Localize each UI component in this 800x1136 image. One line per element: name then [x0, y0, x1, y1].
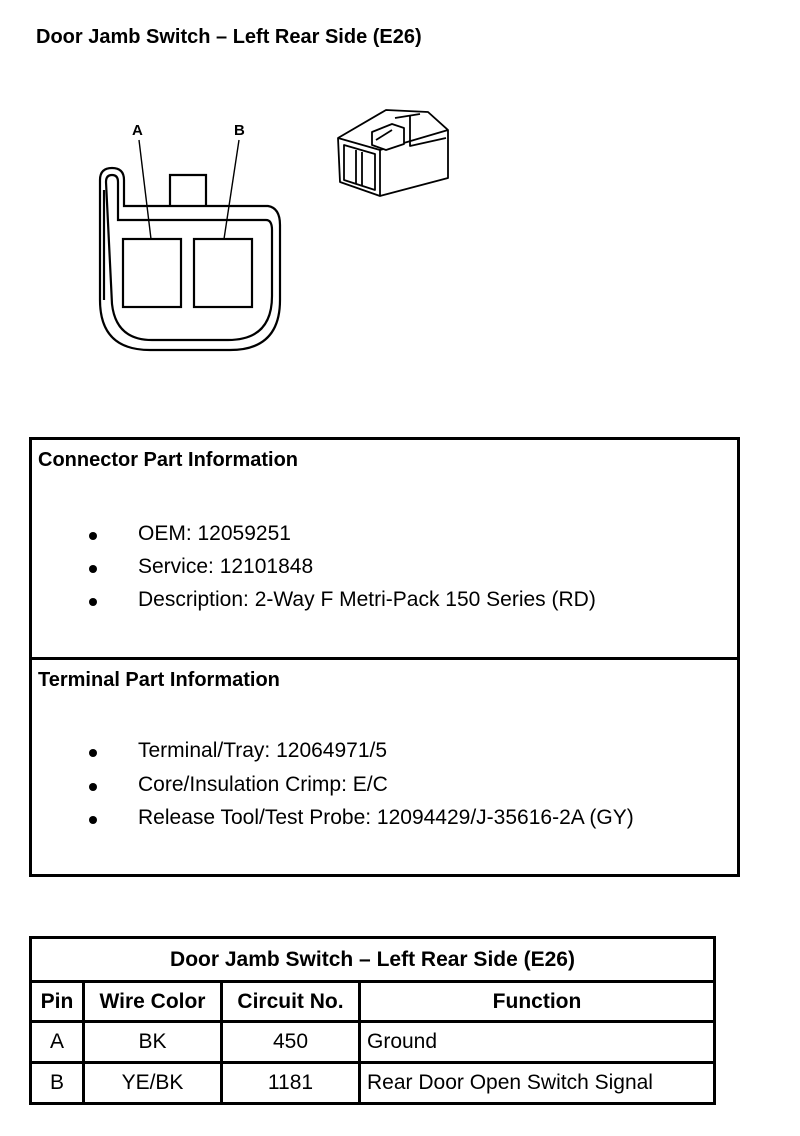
pin-table-header-row: Pin Wire Color Circuit No. Function — [29, 980, 716, 1023]
header-circuit-no: Circuit No. — [220, 980, 361, 1023]
connector-part-info: Connector Part Information OEM: 12059251… — [32, 440, 737, 660]
cell-circuit-no: 450 — [220, 1020, 361, 1064]
connector-face-view — [98, 139, 282, 352]
cell-pin: A — [29, 1020, 85, 1064]
connector-diagram: A B — [98, 109, 449, 352]
terminal-info-heading: Terminal Part Information — [38, 669, 280, 691]
table-row: B YE/BK 1181 Rear Door Open Switch Signa… — [29, 1061, 716, 1105]
cell-function: Ground — [358, 1020, 716, 1064]
pin-a-leader — [138, 139, 152, 240]
pin-table-title-row: Door Jamb Switch – Left Rear Side (E26) — [29, 936, 716, 983]
cell-wire-color: BK — [82, 1020, 223, 1064]
bullet-icon — [89, 565, 97, 573]
cell-function: Rear Door Open Switch Signal — [358, 1061, 716, 1105]
pin-a-label: A — [132, 122, 143, 139]
pin-b-leader — [223, 139, 240, 240]
cell-wire-color: YE/BK — [82, 1061, 223, 1105]
table-row: A BK 450 Ground — [29, 1020, 716, 1064]
bullet-icon — [89, 598, 97, 606]
connector-3d-view — [337, 109, 449, 197]
bullet-icon — [89, 783, 97, 791]
cell-pin: B — [29, 1061, 85, 1105]
header-function: Function — [358, 980, 716, 1023]
cavity-a — [121, 237, 183, 309]
page-title: Door Jamb Switch – Left Rear Side (E26) — [36, 26, 422, 48]
cell-circuit-no: 1181 — [220, 1061, 361, 1105]
bullet-icon — [89, 749, 97, 757]
bullet-icon — [89, 532, 97, 540]
pin-table: Door Jamb Switch – Left Rear Side (E26) … — [29, 936, 716, 1105]
cavity-b — [192, 237, 254, 309]
connector-info-heading: Connector Part Information — [38, 449, 299, 471]
header-wire-color: Wire Color — [82, 980, 223, 1023]
pin-b-label: B — [234, 122, 245, 139]
pin-table-title: Door Jamb Switch – Left Rear Side (E26) — [29, 936, 716, 983]
part-info-box: Connector Part Information OEM: 12059251… — [29, 437, 740, 877]
terminal-part-info: Terminal Part Information Terminal/Tray:… — [38, 669, 634, 829]
bullet-icon — [89, 816, 97, 824]
header-pin: Pin — [29, 980, 85, 1023]
